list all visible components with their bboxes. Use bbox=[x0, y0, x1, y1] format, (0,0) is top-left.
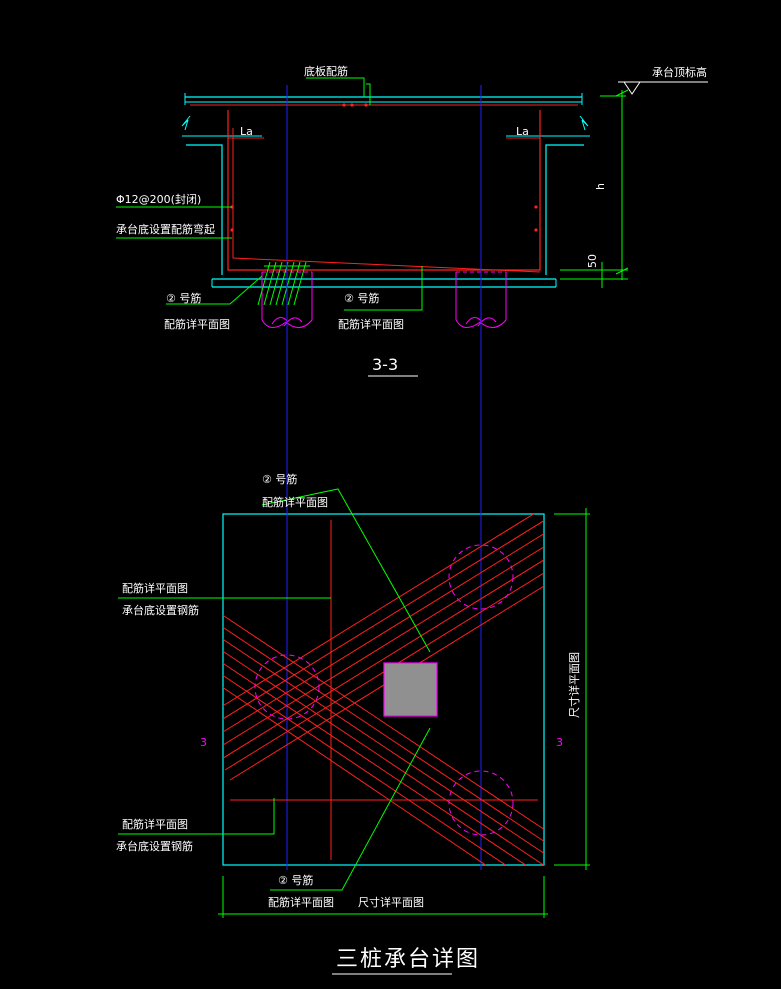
anchor-right bbox=[506, 110, 541, 139]
wall-right-outline bbox=[545, 144, 584, 275]
pile-plan-top-right bbox=[448, 544, 514, 610]
la-left-label: La bbox=[240, 125, 253, 138]
leader-rebar2-bottom bbox=[270, 727, 431, 891]
leader-bottom-rebar bbox=[306, 77, 365, 97]
dim-right-label: 尺寸详平面图 bbox=[567, 652, 581, 718]
rebar-band-up bbox=[223, 514, 544, 781]
wall-left-outline bbox=[186, 144, 223, 275]
leader-rebar2-left bbox=[166, 275, 263, 305]
rebar-band-down bbox=[223, 614, 544, 865]
la-right-label: La bbox=[516, 125, 529, 138]
drawing-title: 三桩承台详图 bbox=[336, 947, 480, 972]
plan-view: ② 号筋 配筋详平面图 配筋详平面图 承台底设置钢筋 配筋详平面图 承台底设置钢… bbox=[116, 335, 590, 975]
leader-rebar2-mid bbox=[344, 266, 423, 311]
left-upper-line1: 配筋详平面图 bbox=[122, 581, 188, 595]
bottom-rebar-label: 底板配筋 bbox=[304, 64, 348, 78]
pile-plan-left bbox=[254, 654, 320, 720]
rebar2-bottom-label: ② 号筋 bbox=[278, 873, 313, 887]
elevation-symbol bbox=[623, 81, 641, 95]
anchor-left bbox=[227, 110, 264, 139]
rebar2-top-label: ② 号筋 bbox=[262, 472, 297, 486]
stirrup-rebar bbox=[227, 110, 541, 271]
left-lower-line2: 承台底设置钢筋 bbox=[116, 839, 193, 853]
rebar-dot bbox=[350, 103, 354, 107]
pile-right bbox=[455, 271, 507, 328]
dim-tick bbox=[615, 267, 629, 275]
stirrup-label: Φ12@200(封闭) bbox=[116, 192, 201, 206]
top-elevation-label: 承台顶标高 bbox=[652, 65, 707, 79]
cut-mark-right: 3 bbox=[556, 736, 563, 749]
rebar-dot bbox=[230, 228, 234, 232]
dim-50-label: 50 bbox=[586, 254, 599, 268]
rebar-dot bbox=[534, 205, 538, 209]
leader-rebar2-top bbox=[261, 488, 431, 653]
left-upper-line2: 承台底设置钢筋 bbox=[122, 603, 199, 617]
column-section bbox=[383, 662, 438, 717]
rebar2-left-sub: 配筋详平面图 bbox=[164, 317, 230, 331]
dim-tick bbox=[615, 89, 629, 97]
rebar-bend-label: 承台底设置配筋弯起 bbox=[116, 222, 215, 236]
rebar2-mid-label: ② 号筋 bbox=[344, 291, 379, 305]
cut-mark-left: 3 bbox=[200, 736, 207, 749]
rebar2-mid-sub: 配筋详平面图 bbox=[338, 317, 404, 331]
leader-bottom-rebar-2 bbox=[366, 83, 371, 105]
leader-left-lower bbox=[118, 798, 275, 835]
dim-bottom-label: 尺寸详平面图 bbox=[358, 895, 424, 909]
pile-rebar-hatch bbox=[257, 261, 310, 306]
rebar-dot bbox=[534, 228, 538, 232]
bent-rebar bbox=[232, 128, 541, 273]
rebar-dot bbox=[342, 103, 346, 107]
height-label: h bbox=[594, 183, 607, 190]
break-mark-right bbox=[579, 115, 590, 137]
rebar2-top-sub: 配筋详平面图 bbox=[262, 495, 328, 509]
pile-plan-bottom-right bbox=[448, 770, 514, 836]
pile-cap-outline bbox=[222, 513, 545, 866]
section-view: 底板配筋 承台顶标高 La La Φ12@200(封闭) 承台底设置配筋弯起 h… bbox=[116, 64, 708, 377]
rebar-straight bbox=[230, 520, 538, 860]
section-title: 3-3 bbox=[372, 355, 398, 374]
break-mark-left bbox=[181, 115, 191, 137]
left-lower-line1: 配筋详平面图 bbox=[122, 817, 188, 831]
rebar2-bottom-sub: 配筋详平面图 bbox=[268, 895, 334, 909]
rebar2-left-label: ② 号筋 bbox=[166, 291, 201, 305]
rebar-dot bbox=[364, 103, 368, 107]
